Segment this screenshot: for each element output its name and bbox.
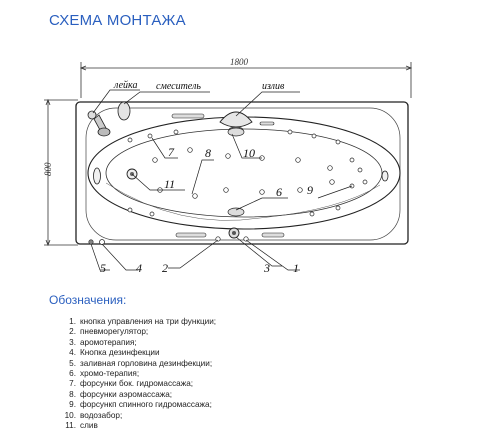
- list-item: 8.форсунки аэромассажа;: [69, 389, 173, 399]
- aero-jets: [152, 147, 335, 199]
- list-item: 6.хромо-терапия;: [69, 369, 140, 379]
- list-item: 5.заливная горловина дезинфекции;: [69, 358, 213, 368]
- marker-2: 2: [162, 261, 168, 275]
- disinfection-filler: [88, 239, 94, 245]
- callout-izliv: излив: [262, 81, 285, 92]
- length-dimension: [79, 62, 413, 98]
- marker-10: 10: [243, 146, 255, 160]
- marker-9: 9: [307, 183, 313, 197]
- marker-3: 3: [263, 261, 270, 275]
- marker-8: 8: [205, 146, 211, 160]
- marker-5: 5: [100, 261, 106, 275]
- callout-leyka: лейка: [113, 80, 137, 91]
- length-label: 1800: [230, 57, 249, 67]
- legend-list: 1.кнопка управления на три функции; 2.пн…: [52, 317, 216, 431]
- callout-smesitel: смеситель: [156, 81, 201, 92]
- water-intake: [227, 127, 245, 137]
- bath-outline: [75, 101, 409, 245]
- list-item: 4.Кнопка дезинфекции: [69, 348, 160, 358]
- shower-head: [87, 110, 111, 137]
- legend-title: Обозначения:: [49, 293, 127, 307]
- width-label: 800: [43, 162, 53, 176]
- marker-11: 11: [164, 177, 175, 191]
- chromotherapy-light: [227, 207, 245, 217]
- list-item: 3.аромотерапия;: [69, 337, 137, 347]
- mixer: [117, 101, 131, 121]
- installation-diagram: 1800 800: [43, 57, 413, 275]
- marker-6: 6: [276, 185, 282, 199]
- list-item: 1.кнопка управления на три функции;: [69, 317, 217, 326]
- page-title: СХЕМА МОНТАЖА: [49, 12, 186, 29]
- list-item: 7.форсунки бок. гидромассажа;: [69, 379, 194, 389]
- list-item: 10.водозабор;: [64, 410, 123, 420]
- list-item: 11.слив: [65, 421, 98, 431]
- marker-7: 7: [168, 145, 175, 159]
- list-item: 2.пневморегулятор;: [69, 327, 149, 337]
- side-jets: [127, 129, 341, 217]
- basin-inner: [105, 128, 383, 218]
- list-item: 9.форсункп спинного гидромассажа;: [69, 400, 212, 410]
- marker-4: 4: [136, 261, 142, 275]
- disinfection-button: [99, 239, 105, 245]
- marker-1: 1: [293, 261, 299, 275]
- width-dimension: [44, 98, 78, 247]
- back-jets: [349, 157, 368, 189]
- spout-body: [219, 111, 253, 128]
